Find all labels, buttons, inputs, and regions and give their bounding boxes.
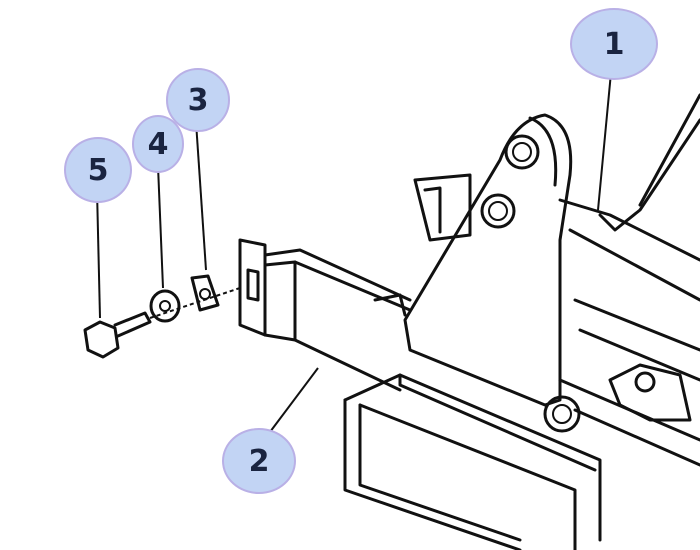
leader-lines	[96, 61, 613, 433]
callout-label: 3	[187, 82, 209, 118]
callout-5: 5	[64, 137, 132, 203]
callout-4: 4	[132, 115, 184, 173]
callout-label: 1	[603, 26, 625, 62]
callout-3: 3	[166, 68, 230, 132]
callout-label: 2	[248, 443, 270, 479]
hardware-parts	[83, 274, 241, 359]
frame-part	[403, 93, 700, 467]
callout-2: 2	[222, 428, 296, 494]
callout-label: 4	[147, 126, 169, 162]
tube-part	[238, 238, 602, 550]
callout-label: 5	[87, 152, 109, 188]
callout-1: 1	[570, 8, 658, 80]
